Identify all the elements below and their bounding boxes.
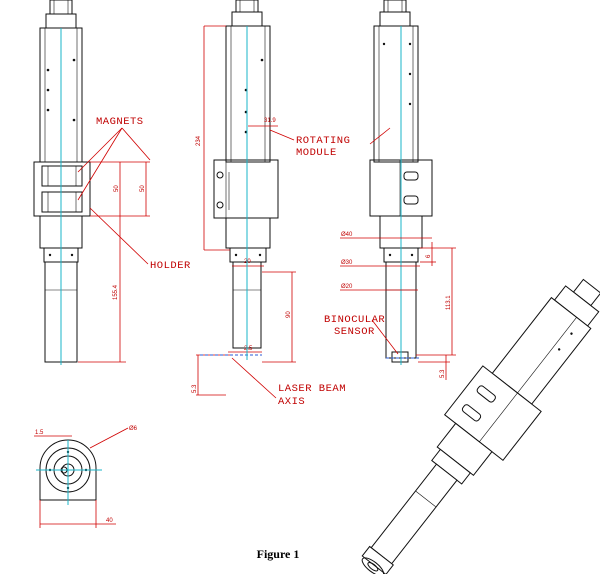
end-body [39, 439, 97, 501]
dim-width-20: 20 [244, 259, 251, 265]
label-axis: AXIS [278, 396, 305, 408]
front-view-left: 50 50 155.4 MAGNETS HOLDER [33, 0, 191, 365]
dim-lower-length: 155.4 [113, 284, 119, 300]
label-holder: HOLDER [150, 260, 191, 272]
dim-right-113: 113.1 [446, 295, 452, 310]
iso-lower-tube [370, 463, 458, 565]
dim-height-total: 234 [196, 135, 202, 146]
dim-axis-5-3-right: 5.3 [440, 369, 446, 378]
top-collar [45, 13, 77, 29]
dim-lower-90: 90 [286, 311, 292, 318]
label-laser-beam: LASER BEAM [278, 383, 346, 395]
label-binocular-sensor-line1: BINOCULAR [324, 314, 385, 326]
dim-axis-5-3-left: 5.3 [192, 384, 198, 393]
dim-magnet-upper: 50 [114, 185, 120, 192]
upper-body [373, 25, 419, 163]
dim-end-1-5: 1.5 [35, 430, 44, 436]
dim-dia-20: Ø20 [341, 284, 353, 290]
label-rotating-module-line2: MODULE [296, 147, 337, 159]
magnet-lower [41, 191, 83, 213]
dim-offset-top: 31.9 [264, 118, 276, 124]
figure-caption: Figure 1 [257, 547, 300, 561]
label-binocular-sensor-line2: SENSOR [334, 326, 375, 338]
holder-block [213, 159, 279, 219]
isometric-view [361, 278, 600, 574]
back-view-right: Ø40 Ø30 Ø20 6 113.1 5.3 BINOCULAR SENSOR [324, 0, 456, 380]
top-connector [49, 0, 73, 15]
side-view-middle: 234 20 31.9 90 2.5 5.3 ROTATING MODULE L… [192, 0, 350, 408]
magnet-upper [41, 165, 83, 187]
label-rotating-module-line1: ROTATING [296, 135, 350, 147]
label-magnets: MAGNETS [96, 116, 144, 128]
dim-end-hole: Ø6 [129, 426, 138, 432]
dim-magnet-right: 50 [140, 185, 146, 192]
dim-small-2-5: 2.5 [244, 346, 253, 352]
upper-body [225, 25, 271, 163]
dim-end-width: 40 [106, 518, 113, 524]
dim-dia-40: Ø40 [341, 232, 353, 238]
dim-right-6: 6 [426, 254, 432, 258]
end-view: 1.5 Ø6 40 [34, 426, 138, 528]
binocular-sensor [391, 351, 409, 363]
dim-dia-30: Ø30 [341, 260, 353, 266]
